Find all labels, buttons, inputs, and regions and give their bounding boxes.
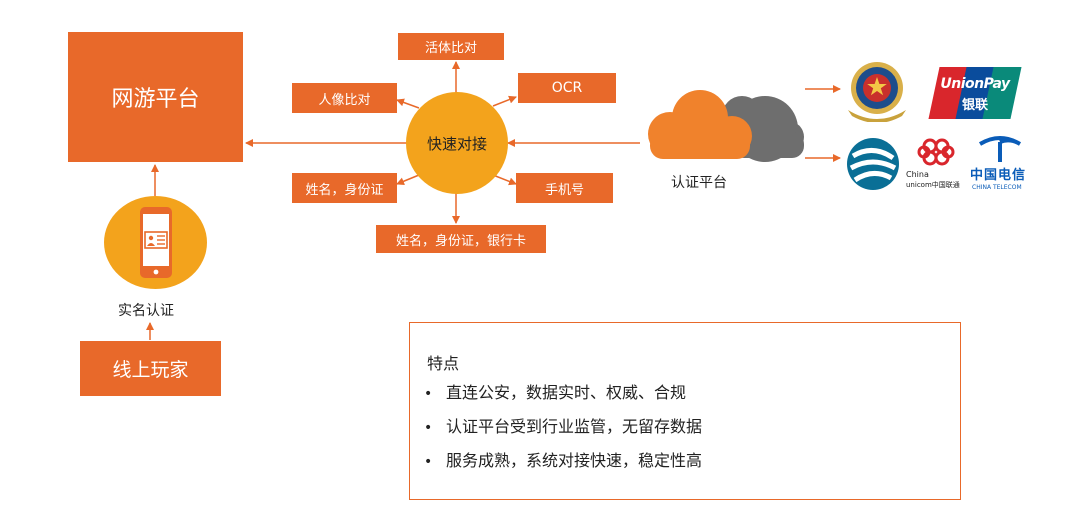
china-telecom-logo: 中国电信 CHINA TELECOM bbox=[970, 134, 1034, 196]
fast-docking-hub: 快速对接 bbox=[406, 92, 508, 194]
realname-auth-label: 实名认证 bbox=[118, 303, 174, 319]
feature-item: •直连公安，数据实时、权威、合规 bbox=[424, 383, 687, 402]
unicom-en1: China bbox=[906, 170, 929, 179]
arrow-to-phone bbox=[492, 174, 517, 186]
features-box: 特点 •直连公安，数据实时、权威、合规 •认证平台受到行业监管，无留存数据 •服… bbox=[409, 322, 961, 500]
feature-item: •服务成熟，系统对接快速，稳定性高 bbox=[424, 451, 703, 470]
method-portrait: 人像比对 bbox=[292, 83, 397, 113]
game-platform-box: 网游平台 bbox=[68, 32, 243, 162]
china-unicom-logo: China unicom中国联通 bbox=[906, 134, 970, 196]
cloud-icon bbox=[648, 90, 804, 162]
method-liveness-label: 活体比对 bbox=[424, 41, 477, 56]
unionpay-logo: UnionPay 银联 bbox=[928, 67, 1022, 119]
police-emblem-icon bbox=[848, 62, 906, 122]
arrow-to-ocr bbox=[492, 95, 517, 107]
feature-item-text: 认证平台受到行业监管，无留存数据 bbox=[446, 417, 703, 436]
method-ocr: OCR bbox=[518, 73, 616, 103]
arrow-to-name-id bbox=[396, 174, 420, 186]
auth-platform-label: 认证平台 bbox=[671, 175, 727, 191]
features-title: 特点 bbox=[427, 354, 460, 373]
feature-item-text: 服务成熟，系统对接快速，稳定性高 bbox=[446, 451, 703, 470]
method-name-id-label: 姓名，身份证 bbox=[305, 182, 384, 198]
phone-id-icon bbox=[140, 207, 172, 278]
game-platform-label: 网游平台 bbox=[111, 87, 200, 112]
method-portrait-label: 人像比对 bbox=[318, 92, 371, 108]
telecom-en: CHINA TELECOM bbox=[972, 184, 1022, 191]
features-list: •直连公安，数据实时、权威、合规 •认证平台受到行业监管，无留存数据 •服务成熟… bbox=[424, 381, 702, 483]
online-player-label: 线上玩家 bbox=[112, 359, 189, 381]
method-name-id-card-label: 姓名，身份证，银行卡 bbox=[395, 233, 526, 249]
method-name-id: 姓名，身份证 bbox=[292, 173, 397, 203]
feature-item: •认证平台受到行业监管，无留存数据 bbox=[424, 417, 703, 436]
unicom-knot-icon bbox=[917, 138, 955, 166]
telecom-cn: 中国电信 bbox=[970, 168, 1027, 183]
method-liveness: 活体比对 bbox=[398, 33, 504, 60]
method-ocr-label: OCR bbox=[551, 80, 583, 96]
method-phone: 手机号 bbox=[516, 173, 613, 203]
unionpay-en: UnionPay bbox=[940, 76, 1010, 92]
telecom-e-icon bbox=[978, 136, 1022, 162]
feature-item-text: 直连公安，数据实时、权威、合规 bbox=[446, 383, 687, 402]
fast-docking-label: 快速对接 bbox=[426, 134, 487, 153]
arrow-to-portrait bbox=[396, 98, 420, 109]
method-name-id-card: 姓名，身份证，银行卡 bbox=[376, 225, 546, 253]
method-phone-label: 手机号 bbox=[544, 182, 584, 198]
unionpay-cn: 银联 bbox=[961, 98, 988, 113]
online-player-box: 线上玩家 bbox=[80, 341, 221, 396]
unicom-en2: unicom中国联通 bbox=[906, 181, 960, 189]
realname-phone-circle bbox=[104, 196, 207, 289]
china-mobile-icon bbox=[847, 138, 899, 190]
